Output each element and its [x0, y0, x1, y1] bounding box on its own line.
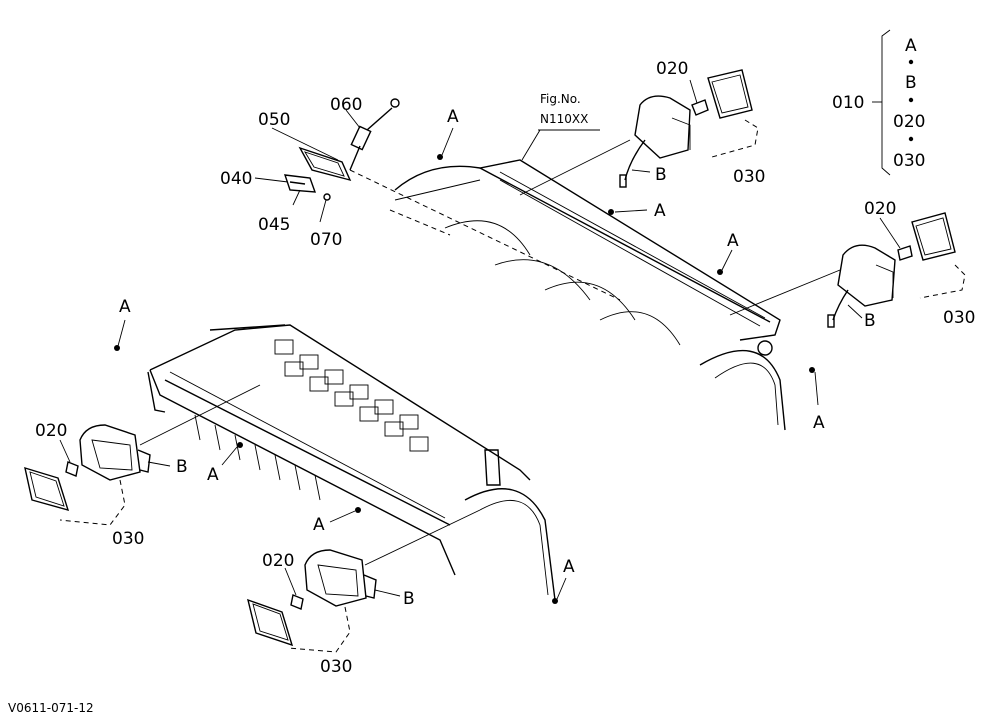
callout-030-mid-right: 030 [943, 308, 975, 328]
legend-item-a: A [905, 36, 917, 56]
legend-item-020: 020 [893, 112, 925, 132]
callout-020-bottom-left: 020 [35, 421, 67, 441]
bolt-markers [114, 154, 815, 604]
callout-a-6: A [207, 465, 219, 485]
callout-b-bottom-left: B [176, 457, 188, 477]
callout-b-bottom-center: B [403, 589, 415, 609]
callout-a-4: A [813, 413, 825, 433]
work-light-bottom-left [24, 424, 151, 526]
callout-b-top-right: B [655, 165, 667, 185]
callout-040: 040 [220, 169, 252, 189]
figure-ref-line1: Fig.No. [540, 92, 581, 106]
callout-060: 060 [330, 95, 362, 115]
switch-assembly [283, 98, 400, 201]
legend-item-b: B [905, 73, 917, 93]
work-light-bottom-center [247, 549, 377, 653]
machine-body [147, 159, 786, 601]
legend-assembly: 010 [832, 93, 864, 113]
work-light-mid-right [827, 212, 966, 328]
labels: 060 050 040 045 070 Fig.No. N110XX A A A… [8, 36, 975, 715]
callout-a-1: A [447, 107, 459, 127]
legend-dots [908, 59, 914, 142]
callout-a-5: A [119, 297, 131, 317]
figure-ref-line2: N110XX [540, 112, 588, 126]
callout-a-2: A [654, 201, 666, 221]
callout-070: 070 [310, 230, 342, 250]
leader-lines [59, 29, 901, 600]
callout-030-bottom-left: 030 [112, 529, 144, 549]
work-light-top-right [619, 69, 759, 188]
callout-b-mid-right: B [864, 311, 876, 331]
callout-a-7: A [313, 515, 325, 535]
callout-050: 050 [258, 110, 290, 130]
legend-item-030: 030 [893, 151, 925, 171]
callout-020-mid-right: 020 [864, 199, 896, 219]
callout-a-8: A [563, 557, 575, 577]
callout-045: 045 [258, 215, 290, 235]
callout-020-bottom-center: 020 [262, 551, 294, 571]
callout-a-3: A [727, 231, 739, 251]
footer-code: V0611-071-12 [8, 701, 94, 715]
callout-030-top-right: 030 [733, 167, 765, 187]
callout-020-top-right: 020 [656, 59, 688, 79]
callout-030-bottom-center: 030 [320, 657, 352, 677]
